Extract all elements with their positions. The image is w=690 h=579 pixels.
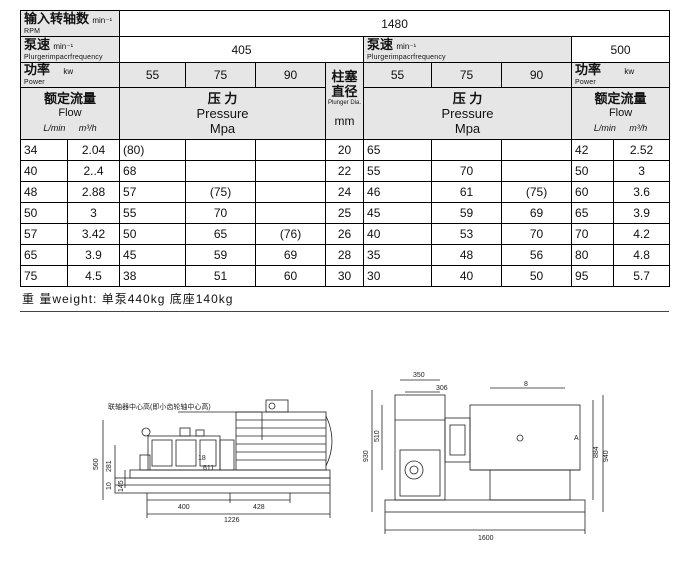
power-label-left: 功率 kw Power xyxy=(19,62,121,88)
cell-q1: 45 xyxy=(363,202,433,224)
cell-dia: 20 xyxy=(325,139,365,161)
dim-8: 8 xyxy=(524,381,528,388)
power-label-right: 功率 kw Power xyxy=(571,62,671,88)
flow-header-right: 额定流量 Flow L/min m³/h xyxy=(571,87,671,140)
dim-10: 10 xyxy=(106,482,113,490)
dim-560: 560 xyxy=(93,458,100,470)
dim-a: A xyxy=(574,435,579,442)
dim-18: 18 xyxy=(198,455,206,462)
dim-281: 281 xyxy=(106,460,113,472)
cell-p2: 51 xyxy=(185,265,257,287)
dim-611: 611 xyxy=(203,465,214,472)
front-base xyxy=(114,477,331,494)
front-view-labels: 联轴器中心高(即小齿轮轴中心高) 560 281 10 145 400 428 … xyxy=(93,402,265,524)
cell-p1: 45 xyxy=(119,244,187,266)
cell-rm3h: 5.7 xyxy=(613,265,671,287)
pump-speed-label-right: 泵速 min⁻¹ Plurgerimpacrfrequency xyxy=(363,36,573,63)
dim-145: 145 xyxy=(118,480,125,492)
front-view xyxy=(102,399,333,518)
dim-428: 428 xyxy=(253,504,265,511)
cell-dia: 28 xyxy=(325,244,365,266)
dim-400: 400 xyxy=(178,504,190,511)
input-speed-label: 输入转轴数 min⁻¹ RPM xyxy=(19,10,121,37)
cell-rm3h: 4.8 xyxy=(613,244,671,266)
cell-rlmin: 70 xyxy=(571,223,615,245)
dim-510: 510 xyxy=(374,430,381,442)
side-view-labels: 350 306 8 930 510 884 940 1600 A xyxy=(363,372,610,542)
flow-header-left: 额定流量 Flow L/min m³/h xyxy=(19,87,121,140)
cell-rm3h: 2.52 xyxy=(613,139,671,161)
side-motor xyxy=(469,404,581,471)
power-left-3: 90 xyxy=(255,62,327,88)
cell-lmin: 75 xyxy=(20,265,68,287)
side-view xyxy=(371,379,604,534)
dim-930: 930 xyxy=(363,450,370,462)
cell-lmin: 34 xyxy=(20,139,68,161)
cell-q1: 40 xyxy=(363,223,433,245)
cell-q3: 50 xyxy=(501,265,573,287)
power-right-2: 75 xyxy=(431,62,503,88)
drawing-note: 联轴器中心高(即小齿轮轴中心高) xyxy=(108,402,211,411)
pressure-header-right: 压 力 Pressure Mpa xyxy=(363,87,573,140)
dim-350: 350 xyxy=(413,372,425,379)
pump-speed-right: 500 xyxy=(571,36,671,63)
power-right-1: 55 xyxy=(363,62,433,88)
cell-dia: 30 xyxy=(325,265,365,287)
input-speed-value: 1480 xyxy=(119,10,671,37)
side-base xyxy=(384,499,586,513)
power-right-3: 90 xyxy=(501,62,573,88)
cell-rlmin: 95 xyxy=(571,265,615,287)
motor-body xyxy=(235,411,327,471)
divider xyxy=(20,311,669,312)
plunger-dia-header: 柱塞 直径 Plunger Dia. mm xyxy=(325,62,365,140)
cell-m3h: 2..4 xyxy=(66,160,121,182)
cell-p2: (75) xyxy=(185,181,257,203)
cell-m3h: 4.5 xyxy=(66,265,121,287)
dim-1600: 1600 xyxy=(478,535,494,542)
dim-306: 306 xyxy=(436,385,448,392)
cell-p2: 70 xyxy=(185,202,257,224)
cell-rlmin: 42 xyxy=(571,139,615,161)
cell-lmin: 65 xyxy=(20,244,68,266)
cell-rlmin: 80 xyxy=(571,244,615,266)
spec-table: 输入转轴数 min⁻¹ RPM 1480 泵速 min⁻¹ Plurgerimp… xyxy=(19,10,671,287)
cell-rlmin: 50 xyxy=(571,160,615,182)
pump-housing xyxy=(394,394,446,501)
dim-1226: 1226 xyxy=(224,517,240,524)
dim-884: 884 xyxy=(593,446,600,458)
cell-dia: 25 xyxy=(325,202,365,224)
cell-rlmin: 65 xyxy=(571,202,615,224)
cell-q3: (75) xyxy=(501,181,573,203)
cell-q2: 40 xyxy=(431,265,503,287)
weight-text: 重 量weight: 单泵440kg 底座140kg xyxy=(22,292,234,306)
pressure-header-left: 压 力 Pressure Mpa xyxy=(119,87,327,140)
pump-speed-label-left: 泵速 min⁻¹ Plurgerimpacrfrequency xyxy=(19,36,121,63)
power-left-2: 75 xyxy=(185,62,257,88)
dim-940: 940 xyxy=(603,450,610,462)
